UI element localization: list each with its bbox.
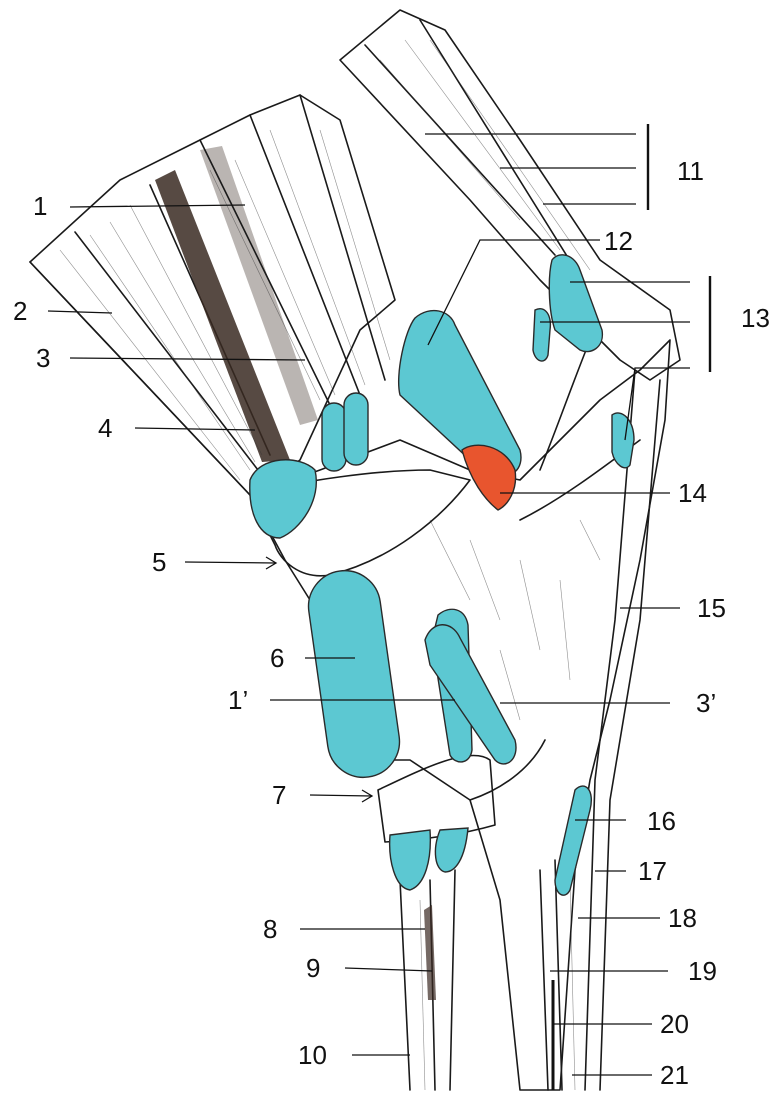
sheath-13-lower bbox=[533, 309, 550, 361]
synovial-sheaths bbox=[250, 255, 634, 895]
sheath-9 bbox=[435, 828, 468, 872]
sheath-12 bbox=[399, 311, 521, 477]
label-3prime: 3’ bbox=[696, 688, 716, 718]
calcaneal-tendon-group bbox=[340, 10, 680, 380]
label-21: 21 bbox=[660, 1060, 689, 1090]
sheath-8 bbox=[390, 830, 431, 890]
label-1: 1 bbox=[33, 191, 47, 221]
plantar-tendon bbox=[585, 370, 635, 1090]
label-3: 3 bbox=[36, 343, 50, 373]
label-7: 7 bbox=[272, 780, 286, 810]
label-16: 16 bbox=[647, 806, 676, 836]
label-10: 10 bbox=[298, 1040, 327, 1070]
label-8: 8 bbox=[263, 914, 277, 944]
label-9: 9 bbox=[306, 953, 320, 983]
label-2: 2 bbox=[13, 296, 27, 326]
metatarsus bbox=[400, 860, 575, 1090]
label-12: 12 bbox=[604, 226, 633, 256]
labels: 1 2 3 4 5 6 1’ 3’ 7 8 9 10 11 12 13 14 1… bbox=[13, 156, 770, 1090]
label-5: 5 bbox=[152, 547, 166, 577]
label-6: 6 bbox=[270, 643, 284, 673]
label-20: 20 bbox=[660, 1009, 689, 1039]
sheath-3-tendons bbox=[322, 403, 346, 471]
label-1prime: 1’ bbox=[228, 685, 248, 715]
label-18: 18 bbox=[668, 903, 697, 933]
sheath-6 bbox=[304, 566, 404, 782]
label-19: 19 bbox=[688, 956, 717, 986]
label-4: 4 bbox=[98, 413, 112, 443]
sheath-3-tendons-b bbox=[344, 393, 368, 465]
label-15: 15 bbox=[697, 593, 726, 623]
sheath-13-upper bbox=[549, 255, 602, 352]
distal-retinaculum bbox=[378, 755, 495, 842]
label-13: 13 bbox=[741, 303, 770, 333]
sheath-4 bbox=[250, 460, 317, 538]
sheath-16 bbox=[555, 786, 591, 895]
label-14: 14 bbox=[678, 478, 707, 508]
label-11: 11 bbox=[677, 156, 704, 186]
label-17: 17 bbox=[638, 856, 667, 886]
anatomy-drawing bbox=[30, 10, 680, 1090]
